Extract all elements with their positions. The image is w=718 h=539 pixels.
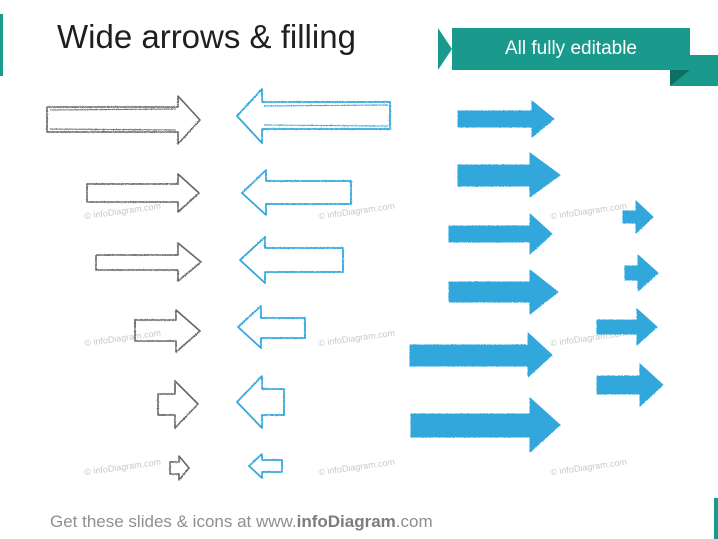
gray-outline-right-arrow <box>46 95 201 145</box>
footer-brand[interactable]: infoDiagram <box>296 512 396 531</box>
blue-filled-right-arrow <box>410 397 561 453</box>
blue-filled-small-right-arrow <box>596 308 658 346</box>
blue-filled-right-arrow <box>448 269 559 315</box>
blue-filled-right-arrow <box>457 100 555 138</box>
blue-filled-small-right-arrow <box>624 254 659 292</box>
gray-outline-right-arrow <box>95 242 202 282</box>
blue-filled-right-arrow <box>409 332 553 378</box>
banner-notch <box>438 28 452 70</box>
left-accent-bar <box>0 14 3 76</box>
gray-outline-right-arrow <box>157 380 199 429</box>
blue-outline-left-arrow <box>237 305 306 349</box>
footer-prefix: Get these slides & icons at www. <box>50 512 297 531</box>
footer-suffix: .com <box>395 512 433 531</box>
blue-filled-right-arrow <box>448 213 553 255</box>
blue-outline-left-arrow <box>241 169 352 216</box>
blue-outline-left-arrow <box>263 104 389 127</box>
footer: Get these slides & icons at www.infoDiag… <box>50 512 433 532</box>
blue-outline-left-arrow <box>248 453 283 479</box>
blue-outline-left-arrow <box>239 236 344 284</box>
slide-title: Wide arrows & filling <box>57 18 356 55</box>
gray-outline-right-arrow <box>169 455 190 481</box>
banner-label: All fully editable <box>504 38 638 59</box>
blue-filled-small-right-arrow <box>622 200 654 234</box>
blue-outline-left-arrow <box>236 88 391 144</box>
blue-filled-right-arrow <box>457 152 561 198</box>
blue-outline-left-arrow <box>236 375 285 429</box>
gray-outline-right-arrow <box>49 108 177 131</box>
blue-filled-small-right-arrow <box>596 363 664 407</box>
gray-outline-right-arrow <box>86 173 200 213</box>
right-accent-bar <box>714 498 718 539</box>
banner-fold <box>670 70 690 86</box>
gray-outline-right-arrow <box>134 309 201 353</box>
banner <box>438 28 690 70</box>
